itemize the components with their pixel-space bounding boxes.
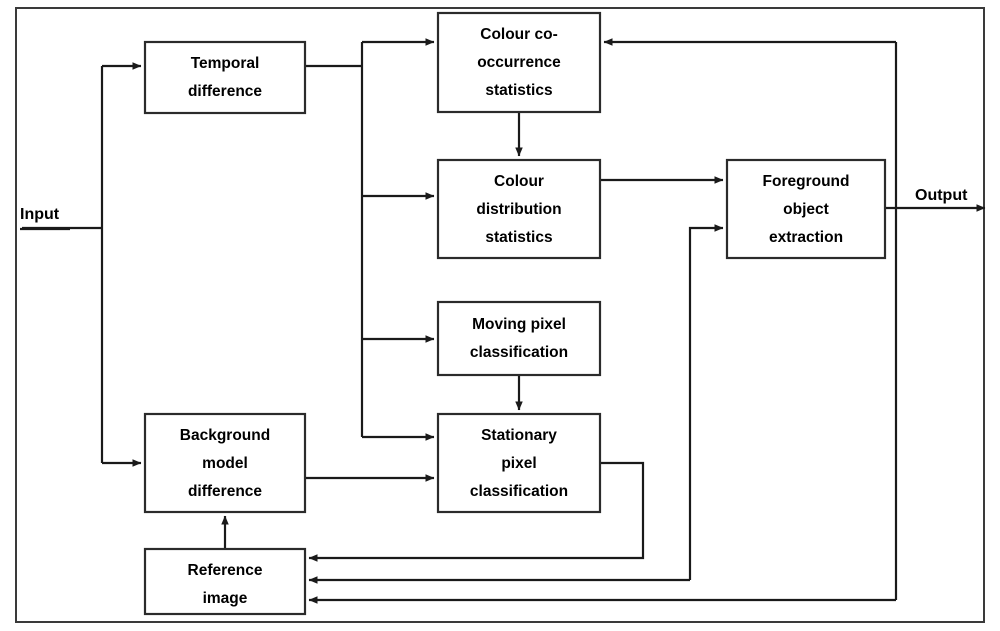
node-reference-image-line-1: image xyxy=(203,590,248,607)
input-label: Input xyxy=(20,206,60,223)
node-colour-distribution-line-0: Colour xyxy=(494,173,544,190)
node-colour-co-occurrence-line-2: statistics xyxy=(485,82,552,99)
output-label: Output xyxy=(915,187,968,204)
edge-foreground-lower-input-bus xyxy=(688,224,724,580)
node-colour-co-occurrence-statistics[interactable]: Colour co- occurrence statistics xyxy=(436,11,602,114)
node-reference-image[interactable]: Reference image xyxy=(143,547,307,616)
node-temporal-difference-line-0: Temporal xyxy=(191,55,260,72)
node-stationary-pixel-line-1: pixel xyxy=(501,455,536,472)
node-stationary-pixel-line-0: Stationary xyxy=(481,427,557,444)
node-foreground-line-0: Foreground xyxy=(763,173,850,190)
node-stationary-pixel-classification[interactable]: Stationary pixel classification xyxy=(436,412,602,514)
node-moving-pixel-line-0: Moving pixel xyxy=(472,316,566,333)
node-foreground-line-1: object xyxy=(783,201,829,218)
node-colour-co-occurrence-line-0: Colour co- xyxy=(480,26,558,43)
node-colour-co-occurrence-line-1: occurrence xyxy=(477,54,561,71)
node-background-model-line-2: difference xyxy=(188,483,262,500)
node-reference-image-line-0: Reference xyxy=(188,562,263,579)
node-moving-pixel-line-1: classification xyxy=(470,344,568,361)
io-label-layer: Input Output xyxy=(20,187,968,223)
node-colour-distribution-statistics[interactable]: Colour distribution statistics xyxy=(436,158,602,260)
node-foreground-line-2: extraction xyxy=(769,229,843,246)
node-stationary-pixel-line-2: classification xyxy=(470,483,568,500)
edge-stationary-pixel-to-reference-image xyxy=(308,461,645,562)
node-background-model-line-1: model xyxy=(202,455,248,472)
node-background-model-difference[interactable]: Background model difference xyxy=(143,412,307,514)
node-temporal-difference[interactable]: Temporal difference xyxy=(143,40,307,115)
node-colour-distribution-line-2: statistics xyxy=(485,229,552,246)
node-temporal-difference-line-1: difference xyxy=(188,83,262,100)
edge-layer xyxy=(20,38,986,604)
node-layer: Temporal difference Colour co- occurrenc… xyxy=(143,11,887,616)
node-background-model-line-0: Background xyxy=(180,427,270,444)
node-foreground-object-extraction[interactable]: Foreground object extraction xyxy=(725,158,887,260)
node-moving-pixel-classification[interactable]: Moving pixel classification xyxy=(436,300,602,377)
node-colour-distribution-line-1: distribution xyxy=(476,201,561,218)
